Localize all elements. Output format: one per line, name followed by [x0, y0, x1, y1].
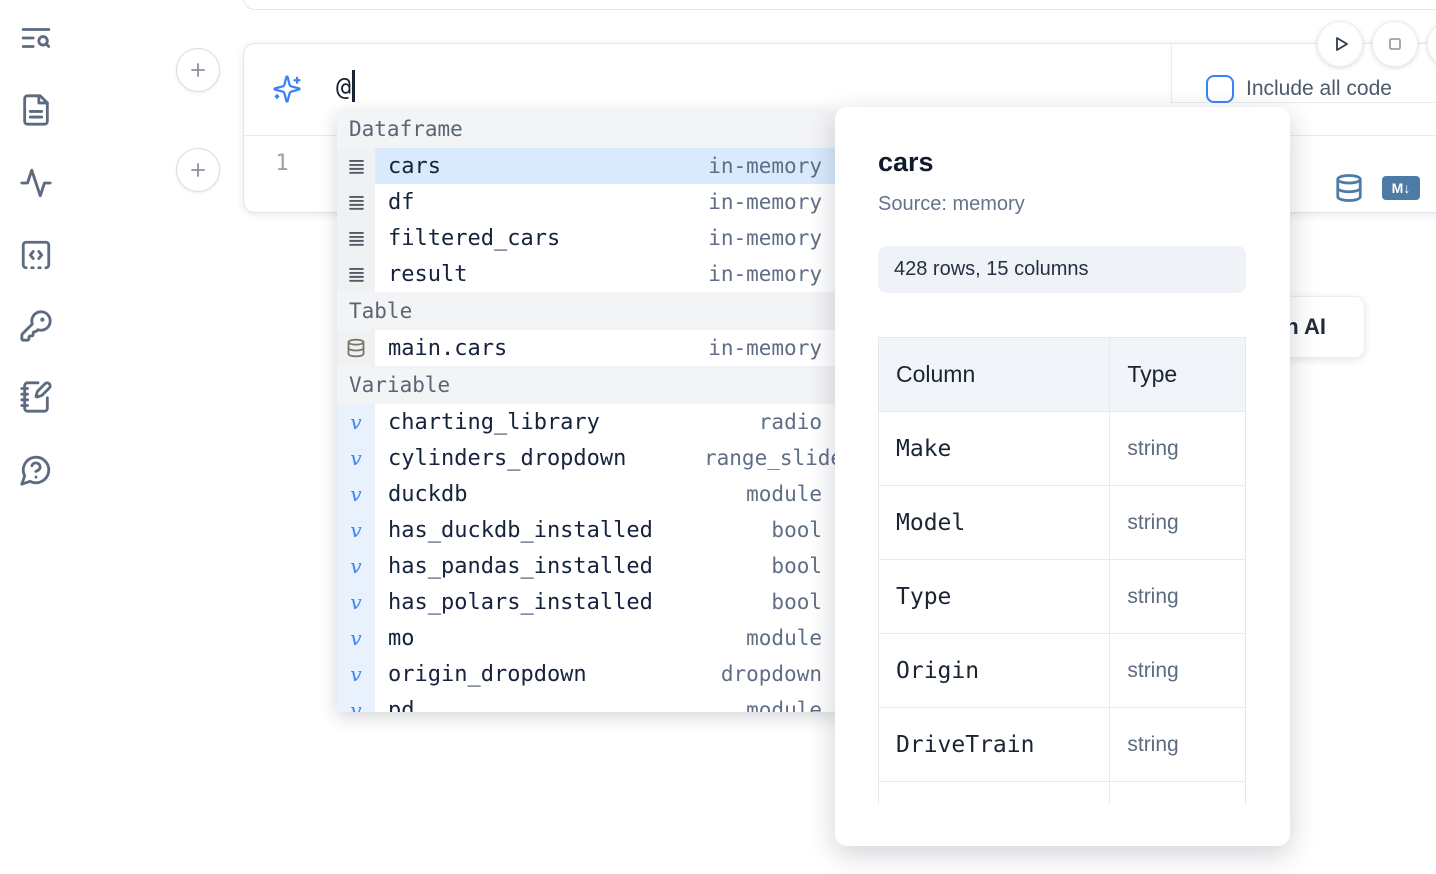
- variable-icon: v: [337, 620, 375, 656]
- autocomplete-item-charting-library[interactable]: v charting_library radio: [337, 404, 838, 440]
- add-cell-button-top[interactable]: [176, 48, 220, 92]
- schema-table: Column Type Make string Model string Typ…: [878, 337, 1246, 804]
- schema-row-make: Make string: [879, 412, 1245, 486]
- dataframe-rows-icon: [337, 220, 375, 256]
- ai-prompt-value: @: [336, 72, 352, 101]
- code-snippet-icon[interactable]: [19, 238, 53, 272]
- text-cursor: [352, 70, 356, 102]
- autocomplete-item-origin-dropdown[interactable]: v origin_dropdown dropdown: [337, 656, 838, 692]
- variable-icon: v: [337, 692, 375, 712]
- autocomplete-dropdown: Dataframe cars in-memory df in-memory fi…: [337, 110, 838, 712]
- line-number: 1: [275, 151, 289, 176]
- section-header-variable: Variable: [337, 366, 838, 404]
- variable-icon: v: [337, 656, 375, 692]
- item-type: in-memory: [708, 336, 822, 360]
- item-type: in-memory: [708, 226, 822, 250]
- item-type: range_slider: [704, 446, 838, 470]
- add-cell-button-bottom[interactable]: [176, 148, 220, 192]
- variable-icon: v: [337, 548, 375, 584]
- section-header-dataframe: Dataframe: [337, 110, 838, 148]
- help-chat-icon[interactable]: [19, 453, 53, 487]
- item-type: bool: [771, 518, 822, 542]
- variable-icon: v: [337, 584, 375, 620]
- autocomplete-item-has-pandas-installed[interactable]: v has_pandas_installed bool: [337, 548, 838, 584]
- include-all-code-checkbox[interactable]: [1206, 75, 1234, 103]
- item-type: module: [746, 482, 822, 506]
- dataframe-rows-icon: [337, 184, 375, 220]
- autocomplete-item-has-duckdb-installed[interactable]: v has_duckdb_installed bool: [337, 512, 838, 548]
- ai-sparkles-icon: [272, 74, 302, 104]
- item-type: module: [746, 626, 822, 650]
- secrets-key-icon[interactable]: [19, 309, 53, 343]
- schema-row-model: Model string: [879, 486, 1245, 560]
- sidebar: [0, 0, 72, 874]
- preview-source: Source: memory: [878, 193, 1025, 215]
- autocomplete-item-cylinders-dropdown[interactable]: v cylinders_dropdown range_slider: [337, 440, 838, 476]
- autocomplete-item-has-polars-installed[interactable]: v has_polars_installed bool: [337, 584, 838, 620]
- schema-row-drivetrain: DriveTrain string: [879, 708, 1245, 782]
- schema-row-type: Type string: [879, 560, 1245, 634]
- item-type: in-memory: [708, 262, 822, 286]
- schema-row-origin: Origin string: [879, 634, 1245, 708]
- cell-actions: M↓: [1334, 173, 1420, 203]
- previous-cell-edge: [243, 0, 1436, 10]
- variable-icon: v: [337, 404, 375, 440]
- include-all-code-label: Include all code: [1246, 77, 1392, 100]
- autocomplete-item-main-cars[interactable]: main.cars in-memory: [337, 330, 838, 366]
- convert-to-sql-icon[interactable]: [1334, 173, 1364, 203]
- autocomplete-item-cars[interactable]: cars in-memory: [337, 148, 838, 184]
- item-type: bool: [771, 554, 822, 578]
- dataframe-rows-icon: [337, 148, 375, 184]
- schema-row-partial: [879, 782, 1245, 804]
- ai-prompt-input[interactable]: @: [336, 70, 356, 102]
- autocomplete-item-mo[interactable]: v mo module: [337, 620, 838, 656]
- toc-search-icon[interactable]: [19, 21, 53, 55]
- item-type: in-memory: [708, 154, 822, 178]
- item-type: in-memory: [708, 190, 822, 214]
- snippets-file-icon[interactable]: [19, 93, 53, 127]
- scratchpad-notebook-icon[interactable]: [19, 380, 53, 414]
- convert-to-markdown-icon[interactable]: M↓: [1382, 176, 1420, 200]
- variable-icon: v: [337, 476, 375, 512]
- include-all-code-pane: Include all code: [1171, 44, 1436, 103]
- item-type: bool: [771, 590, 822, 614]
- dataframe-rows-icon: [337, 256, 375, 292]
- schema-header-row: Column Type: [879, 338, 1245, 412]
- variable-icon: v: [337, 512, 375, 548]
- dataframe-preview-popup: cars Source: memory 428 rows, 15 columns…: [835, 107, 1290, 846]
- variable-icon: v: [337, 440, 375, 476]
- tracing-activity-icon[interactable]: [19, 166, 53, 200]
- preview-shape-badge: 428 rows, 15 columns: [878, 246, 1246, 293]
- preview-title: cars: [878, 147, 934, 177]
- stop-button[interactable]: [1372, 21, 1418, 67]
- section-header-table: Table: [337, 292, 838, 330]
- database-icon: [337, 330, 375, 366]
- item-type: module: [746, 698, 822, 712]
- schema-header-column: Column: [879, 338, 1111, 411]
- autocomplete-item-df[interactable]: df in-memory: [337, 184, 838, 220]
- item-type: dropdown: [720, 662, 822, 686]
- run-cell-button[interactable]: [1317, 21, 1363, 67]
- item-type: radio: [758, 410, 822, 434]
- code-editor-row[interactable]: 1 M↓: [244, 136, 1436, 213]
- schema-header-type: Type: [1127, 361, 1178, 387]
- autocomplete-item-pd[interactable]: v pd module: [337, 692, 838, 712]
- autocomplete-item-result[interactable]: result in-memory: [337, 256, 838, 292]
- autocomplete-item-filtered-cars[interactable]: filtered_cars in-memory: [337, 220, 838, 256]
- autocomplete-item-duckdb[interactable]: v duckdb module: [337, 476, 838, 512]
